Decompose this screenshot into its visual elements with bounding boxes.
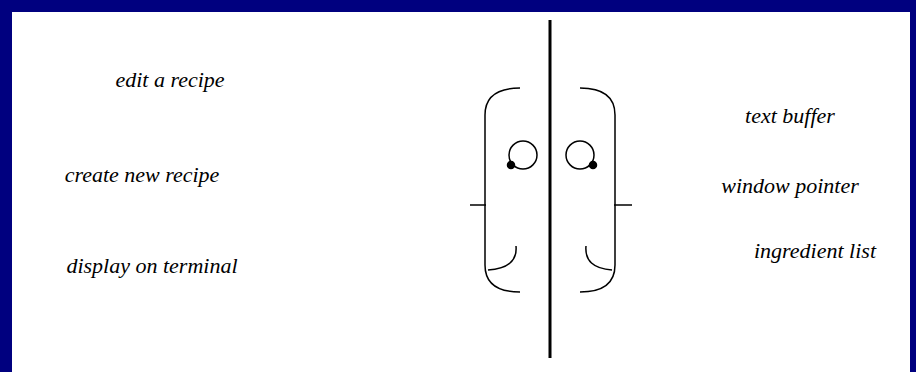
right-face: [566, 88, 632, 292]
face-mouth: [586, 246, 612, 270]
function-label: ingredient list: [754, 238, 876, 264]
face-nose: [470, 204, 486, 206]
function-label: text buffer: [745, 103, 835, 129]
function-label: window pointer: [721, 173, 859, 199]
function-label: edit a recipe: [115, 67, 224, 93]
face-pupil: [508, 162, 515, 169]
face-pupil: [590, 162, 597, 169]
function-label: display on terminal: [66, 253, 237, 279]
divider-line: [549, 20, 552, 358]
function-label: create new recipe: [65, 162, 220, 188]
face-outline: [485, 88, 520, 292]
left-face: [470, 88, 537, 292]
white-panel: [12, 12, 910, 372]
face-mouth: [488, 246, 516, 270]
face-nose: [614, 204, 632, 206]
face-outline: [580, 88, 615, 292]
